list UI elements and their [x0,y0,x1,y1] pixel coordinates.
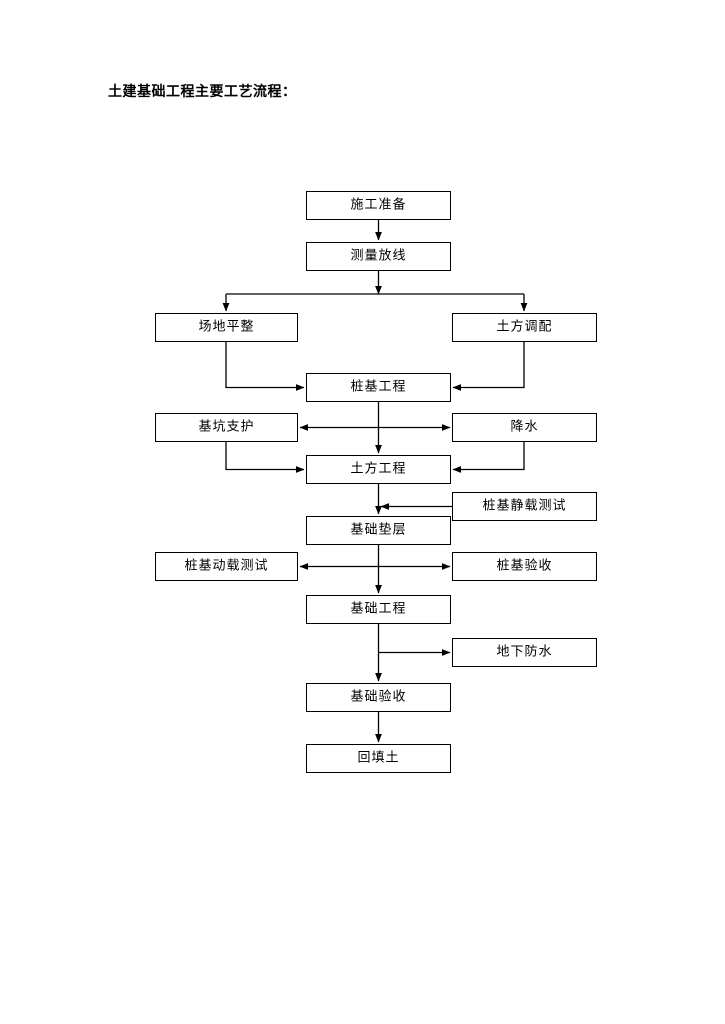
flow-node-n12: 桩基验收 [452,552,597,581]
flow-node-label: 基础工程 [350,601,407,617]
page-title: 土建基础工程主要工艺流程： [108,84,297,100]
flow-node-n13: 基础工程 [306,595,451,624]
flow-node-n16: 回填土 [306,744,451,773]
flow-node-n6: 基坑支护 [155,413,298,442]
edge-n3-n5 [225,342,305,391]
flow-node-n11: 桩基动载测试 [155,552,298,581]
flow-node-n7: 降水 [452,413,597,442]
flow-node-n10: 基础垫层 [306,516,451,545]
flow-node-n3: 场地平整 [155,313,298,342]
flow-node-n5: 桩基工程 [306,373,451,402]
flow-node-label: 基础验收 [350,689,407,705]
flow-node-label: 桩基工程 [350,379,407,395]
flow-node-label: 回填土 [357,750,400,766]
flow-node-n4: 土方调配 [452,313,597,342]
flow-node-label: 土方工程 [350,461,407,477]
flow-node-label: 降水 [510,419,539,435]
flow-node-n1: 施工准备 [306,191,451,220]
flow-node-n8: 土方工程 [306,455,451,484]
flow-node-n2: 测量放线 [306,242,451,271]
flow-node-label: 桩基静载测试 [482,498,567,514]
flow-node-n9: 桩基静载测试 [452,492,597,521]
flow-node-label: 基础垫层 [350,522,407,538]
flow-node-label: 土方调配 [496,319,553,335]
edge-n6-n8 [225,442,305,473]
flow-node-label: 桩基验收 [496,558,553,574]
flow-node-label: 测量放线 [350,248,407,264]
flow-node-n15: 基础验收 [306,683,451,712]
flow-node-label: 基坑支护 [198,419,255,435]
flow-node-label: 施工准备 [350,197,407,213]
flow-node-n14: 地下防水 [452,638,597,667]
flow-node-label: 桩基动载测试 [184,558,269,574]
edge-n4-n5 [452,342,525,391]
flow-node-label: 地下防水 [496,644,553,660]
edge-n7-n8 [452,442,525,473]
flow-node-label: 场地平整 [198,319,255,335]
